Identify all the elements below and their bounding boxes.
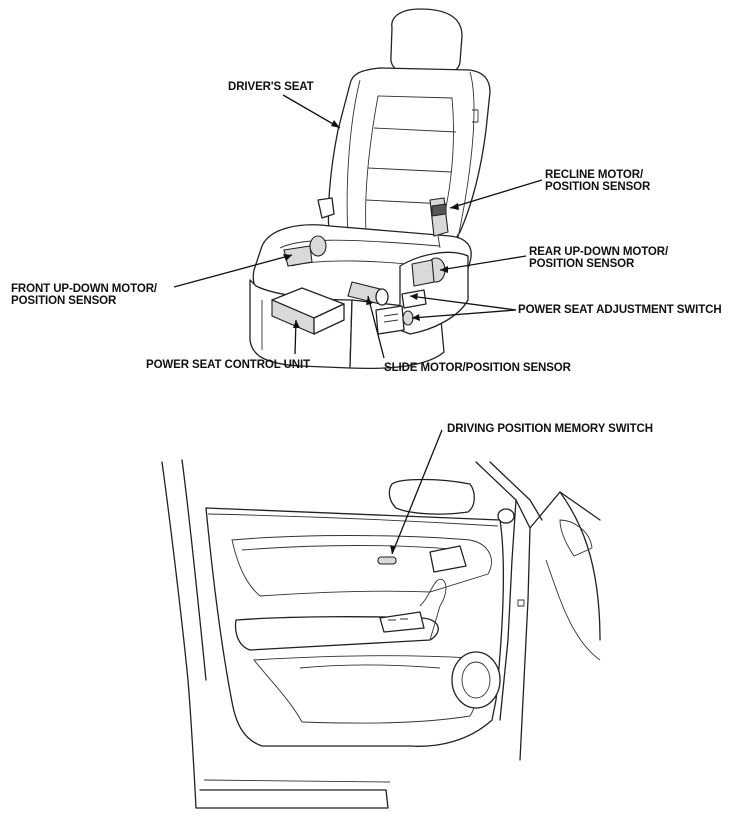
label-power-seat-control-unit: POWER SEAT CONTROL UNIT	[146, 359, 311, 371]
label-rear-updown-motor: REAR UP-DOWN MOTOR/ POSITION SENSOR	[529, 246, 669, 270]
leader-adjust-switch-1	[409, 295, 517, 311]
label-driving-position-memory-switch: DRIVING POSITION MEMORY SWITCH	[447, 423, 653, 435]
leader-slide-motor	[367, 295, 385, 359]
label-power-seat-adjustment-switch: POWER SEAT ADJUSTMENT SWITCH	[518, 304, 722, 316]
label-recline-motor: RECLINE MOTOR/ POSITION SENSOR	[545, 169, 651, 193]
leader-front-updown	[173, 254, 293, 288]
leader-drivers-seat	[282, 94, 341, 129]
label-drivers-seat: DRIVER'S SEAT	[228, 81, 314, 93]
label-slide-motor: SLIDE MOTOR/POSITION SENSOR	[384, 362, 571, 374]
leader-recline	[449, 179, 543, 209]
leader-memory-switch	[391, 429, 443, 555]
leader-adjust-switch-2	[411, 309, 517, 319]
leader-rear-updown	[439, 255, 527, 271]
label-front-updown-motor: FRONT UP-DOWN MOTOR/ POSITION SENSOR	[11, 283, 157, 307]
